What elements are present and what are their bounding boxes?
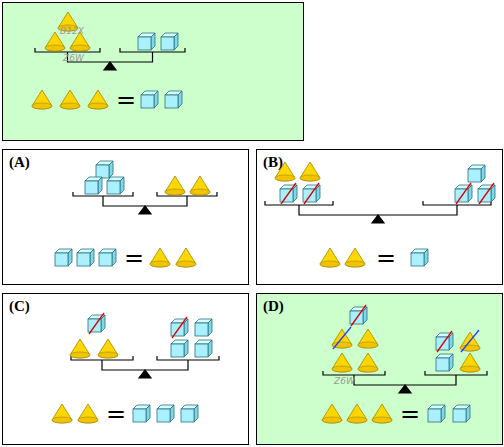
fulcrum — [104, 62, 116, 70]
cube — [436, 354, 453, 371]
cube — [99, 249, 116, 266]
equals-sign: = — [116, 88, 136, 112]
cross-out — [281, 183, 296, 204]
cone — [372, 404, 392, 423]
cross-out-marks — [351, 305, 452, 352]
cone — [32, 90, 52, 109]
cone — [98, 339, 118, 358]
panel-letter: (C) — [9, 298, 30, 315]
fulcrum — [372, 215, 384, 223]
cone — [358, 353, 378, 372]
cube — [157, 405, 174, 422]
cone — [300, 162, 320, 181]
cross-out — [172, 317, 187, 338]
cube — [77, 249, 94, 266]
cone — [275, 162, 295, 181]
cross-out — [479, 183, 494, 204]
balance-scale — [323, 371, 487, 393]
cube — [350, 307, 367, 324]
given-panel — [3, 3, 304, 141]
cube — [411, 249, 428, 266]
cone — [190, 176, 210, 195]
cube — [181, 405, 198, 422]
fulcrum — [399, 385, 411, 393]
cube — [141, 91, 158, 108]
cone — [45, 32, 65, 51]
cross-out — [89, 313, 104, 334]
cross-out-marks — [333, 327, 479, 352]
option-panel: (C) — [2, 293, 249, 445]
cube — [161, 33, 178, 50]
cross-out-marks — [281, 183, 494, 204]
cross-out — [461, 330, 479, 352]
cone — [150, 248, 170, 267]
cube — [195, 319, 212, 336]
cross-out — [304, 183, 319, 204]
cross-out — [456, 183, 471, 204]
cone — [52, 404, 72, 423]
cone — [358, 329, 378, 348]
cube — [436, 333, 453, 350]
cube — [468, 165, 485, 182]
cone — [460, 332, 480, 351]
cone — [332, 329, 352, 348]
cone — [70, 339, 90, 358]
panel-letter: (D) — [263, 298, 284, 315]
balance-scale — [71, 356, 219, 378]
cube — [455, 185, 472, 202]
fulcrum — [139, 370, 151, 378]
scale-pans — [35, 48, 185, 62]
cone — [176, 248, 196, 267]
cube — [453, 405, 470, 422]
balance-scale — [35, 48, 185, 70]
balance-scale — [73, 192, 217, 214]
cross-out — [333, 327, 351, 349]
option-panel: (B) — [256, 149, 503, 285]
cone — [347, 404, 367, 423]
cube — [96, 161, 113, 178]
cone — [70, 32, 90, 51]
cube — [195, 340, 212, 357]
panel-letter: (B) — [263, 154, 283, 171]
watermark: B12X — [60, 27, 84, 36]
cone — [320, 248, 340, 267]
fulcrum — [139, 206, 151, 214]
cone — [58, 12, 78, 31]
cube — [165, 91, 182, 108]
cube — [478, 185, 495, 202]
cube — [280, 185, 297, 202]
option-panel: (A) — [2, 149, 249, 285]
cone — [60, 90, 80, 109]
cube — [171, 340, 188, 357]
scale-pans — [73, 192, 217, 206]
watermark: Z6W — [63, 54, 84, 63]
cube — [85, 177, 102, 194]
scale-pans — [71, 356, 219, 370]
cross-out — [437, 331, 452, 352]
balance-scale — [265, 201, 491, 223]
cone — [460, 353, 480, 372]
scale-pans — [323, 371, 487, 385]
cube — [88, 315, 105, 332]
cube — [303, 185, 320, 202]
option-panel: (D) — [256, 293, 503, 445]
cone — [78, 404, 98, 423]
panel-letter: (A) — [9, 154, 30, 171]
cube — [138, 33, 155, 50]
cone — [345, 248, 365, 267]
scale-pans — [265, 201, 491, 215]
cube — [55, 249, 72, 266]
cube — [171, 319, 188, 336]
cone — [165, 176, 185, 195]
cone — [88, 90, 108, 109]
cross-out — [351, 305, 366, 326]
cone — [332, 353, 352, 372]
cone — [322, 404, 342, 423]
cross-out-marks — [89, 313, 187, 338]
cube — [133, 405, 150, 422]
cube — [107, 177, 124, 194]
cube — [428, 405, 445, 422]
